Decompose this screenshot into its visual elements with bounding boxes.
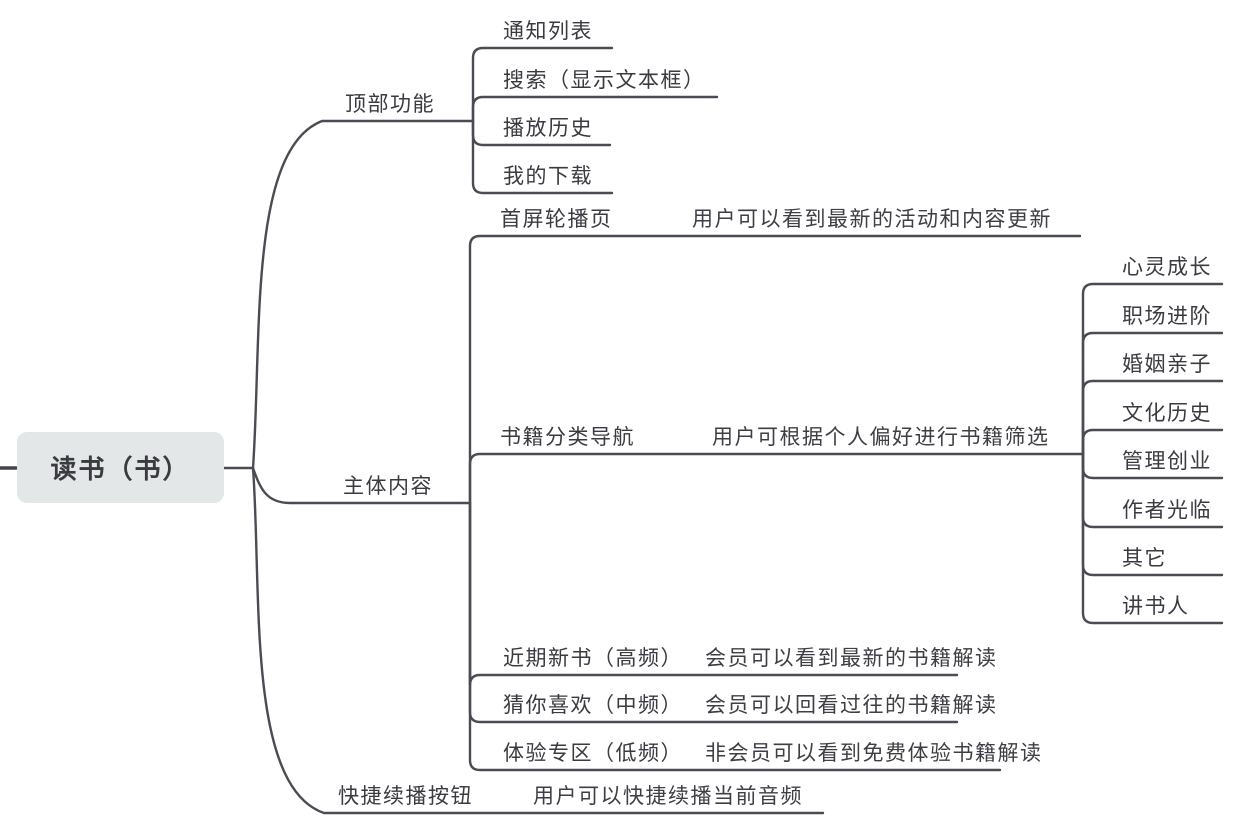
connector-branch-top-features — [251, 119, 475, 470]
topic-category-mind-growth[interactable]: 心灵成长 — [1122, 256, 1212, 279]
connector-category-nav — [468, 452, 1085, 505]
connector-category-culture-history — [1081, 428, 1224, 456]
connector-carousel — [468, 234, 1082, 505]
topic-category-marriage-family[interactable]: 婚姻亲子 — [1122, 353, 1212, 376]
topic-main-content[interactable]: 主体内容 — [343, 475, 433, 498]
topic-search[interactable]: 搜索（显示文本框） — [503, 69, 706, 92]
topic-category-nav[interactable]: 书籍分类导航 — [500, 426, 635, 449]
topic-category-career[interactable]: 职场进阶 — [1122, 305, 1212, 328]
topic-top-features[interactable]: 顶部功能 — [345, 93, 435, 116]
connector-category-mind-growth — [1081, 282, 1224, 456]
connector-category-career — [1081, 331, 1224, 456]
topic-my-downloads[interactable]: 我的下载 — [503, 165, 593, 188]
root-topic-label: 读书（书） — [50, 454, 191, 484]
topic-category-culture-history[interactable]: 文化历史 — [1122, 402, 1212, 425]
note-category-nav[interactable]: 用户可根据个人偏好进行书籍筛选 — [712, 426, 1050, 449]
connector-notification-list — [471, 46, 614, 123]
note-quick-resume[interactable]: 用户可以快捷续播当前音频 — [533, 785, 803, 808]
connector-search — [471, 95, 719, 123]
topic-category-management-startup[interactable]: 管理创业 — [1122, 450, 1212, 473]
root-topic[interactable]: 读书（书） — [17, 432, 224, 503]
note-recent-books[interactable]: 会员可以看到最新的书籍解读 — [705, 647, 998, 670]
topic-category-author-visit[interactable]: 作者光临 — [1122, 499, 1212, 522]
connector-trial-zone — [468, 501, 1002, 772]
note-guess-you-like[interactable]: 会员可以回看过往的书籍解读 — [705, 694, 998, 717]
topic-category-book-presenter[interactable]: 讲书人 — [1122, 595, 1190, 618]
connector-branch-main-content — [251, 466, 472, 505]
topic-play-history[interactable]: 播放历史 — [503, 117, 593, 140]
connector-guess-you-like — [468, 501, 959, 724]
topic-category-other[interactable]: 其它 — [1122, 547, 1167, 570]
connector-category-marriage-family — [1081, 379, 1224, 456]
topic-trial-zone[interactable]: 体验专区（低频） — [503, 742, 683, 765]
note-carousel[interactable]: 用户可以看到最新的活动和内容更新 — [692, 208, 1052, 231]
connector-category-book-presenter — [1081, 452, 1224, 625]
topic-carousel[interactable]: 首屏轮播页 — [500, 208, 613, 231]
topic-recent-books[interactable]: 近期新书（高频） — [503, 647, 683, 670]
note-trial-zone[interactable]: 非会员可以看到免费体验书籍解读 — [705, 742, 1043, 765]
topic-guess-you-like[interactable]: 猜你喜欢（中频） — [503, 694, 683, 717]
connector-branch-quick-resume — [251, 466, 825, 815]
topic-quick-resume-button[interactable]: 快捷续播按钮 — [338, 785, 473, 808]
topic-notification-list[interactable]: 通知列表 — [503, 20, 593, 43]
connector-my-downloads — [471, 119, 614, 195]
